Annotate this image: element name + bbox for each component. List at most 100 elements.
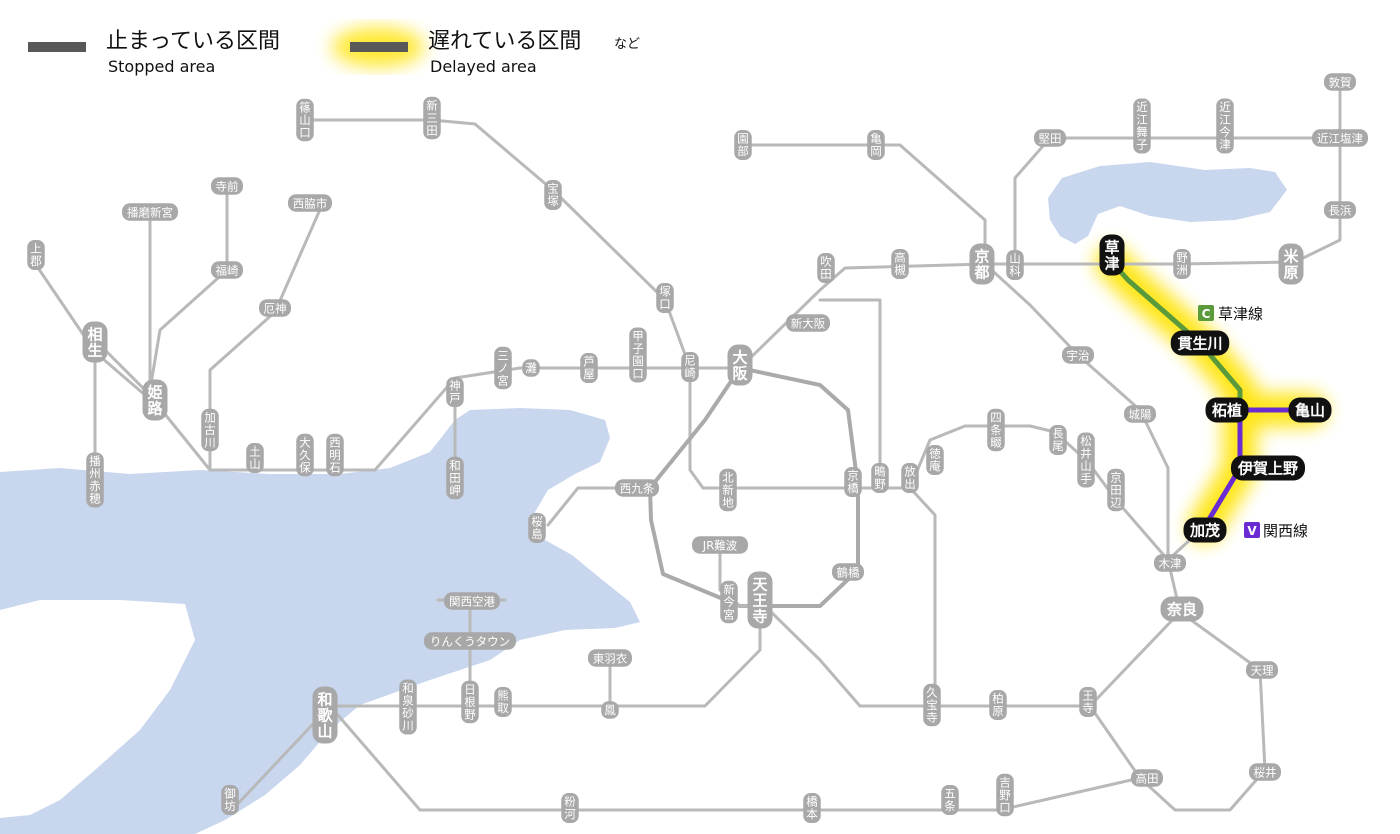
station-marker [288, 194, 332, 212]
station-marker [211, 261, 243, 279]
osaka-bay [0, 408, 640, 834]
station-himeji: 姫路 [142, 379, 168, 421]
station-name: 新大阪 [791, 316, 826, 330]
kansai-line-badge: V [1247, 524, 1257, 538]
station-omiimazu: 近江今津 [1216, 98, 1234, 154]
station-hashimoto: 橋本 [803, 793, 821, 823]
station-marker [1216, 98, 1234, 154]
station-name: 東羽衣 [593, 651, 628, 665]
station-takatsuki: 高槻 [891, 249, 909, 279]
station-marker [719, 468, 737, 512]
station-name: 柘植 [1212, 402, 1242, 420]
station-sonobe: 園部 [734, 130, 752, 160]
station-otori: 鳳 [601, 701, 619, 719]
station-name: 京田辺 [1110, 470, 1122, 509]
station-takarazuka: 宝塚 [544, 180, 562, 210]
station-tenri: 天理 [1246, 661, 1278, 679]
station-name: 放出 [904, 465, 916, 492]
station-name: 長浜 [1329, 203, 1352, 217]
station-marker [1231, 455, 1305, 481]
station-shijonawate: 四条畷 [987, 408, 1005, 452]
station-name: 橋本 [806, 795, 818, 822]
kusatsu-line-badge-box [1198, 305, 1214, 321]
station-aioi: 相生 [82, 321, 108, 363]
station-tsuruhashi: 鶴橋 [832, 563, 864, 581]
station-name: 北新地 [722, 470, 734, 509]
station-tennoji: 天王寺 [747, 571, 773, 629]
station-name: 高田 [1136, 771, 1159, 785]
station-nishiakashi: 西明石 [326, 433, 344, 477]
stopped-label-ja: 止まっている区間 [106, 29, 280, 54]
kansai-line-tag: V 関西線 [1244, 522, 1308, 540]
station-name: 鶴橋 [837, 565, 860, 579]
station-name: 堅田 [1039, 131, 1062, 145]
station-sakurai: 桜井 [1249, 763, 1281, 781]
station-name: 宇治 [1067, 348, 1090, 362]
station-marker [522, 359, 540, 377]
station-name: 日根野 [464, 682, 476, 721]
station-name: JR難波 [702, 538, 738, 552]
station-marker [786, 314, 830, 332]
station-name: 上郡 [30, 242, 42, 269]
station-omishiotsu: 近江塩津 [1312, 129, 1368, 147]
station-name: 播磨新宮 [127, 205, 173, 219]
station-marker [494, 346, 512, 390]
station-name: 和田岬 [449, 458, 461, 497]
station-wadamisaki: 和田岬 [446, 456, 464, 500]
station-marker [588, 649, 632, 667]
station-name: 吹田 [820, 255, 832, 282]
station-marker [561, 793, 579, 823]
station-marker [1133, 98, 1151, 154]
kusatsu-line-name: 草津線 [1218, 305, 1263, 323]
station-higashihagoromo: 東羽衣 [588, 649, 632, 667]
station-marker [446, 377, 464, 407]
stopped-swatch [28, 42, 86, 52]
station-name: 芦屋 [583, 355, 595, 382]
station-osaka: 大阪 [727, 344, 753, 386]
station-marker [901, 463, 919, 493]
station-marker [1049, 425, 1067, 455]
station-name: 天王寺 [752, 576, 768, 626]
water-bodies [0, 162, 1287, 834]
station-marker [1079, 687, 1097, 717]
station-suita: 吹田 [817, 253, 835, 283]
stations-layer: 篠山口新三田宝塚塚口尼崎甲子園口芦屋灘三ノ宮神戸和田岬西明石大久保土山加古川厄神… [27, 73, 1368, 823]
kansai-line-name: 関西線 [1263, 522, 1308, 540]
station-yoshinoguchi: 吉野口 [996, 773, 1014, 817]
station-marker [1205, 397, 1249, 423]
station-name: 和歌山 [317, 691, 333, 741]
station-tsuge: 柘植 [1205, 397, 1249, 423]
station-marker [312, 686, 338, 744]
station-name: 西脇市 [293, 196, 328, 210]
station-marker [27, 240, 45, 270]
station-marker [720, 580, 738, 624]
station-marker [1034, 129, 1066, 147]
station-name: 京橋 [847, 469, 859, 496]
station-name: 甲子園口 [632, 329, 644, 381]
delayed-label-en: Delayed area [430, 57, 537, 76]
station-name: 貫生川 [1177, 335, 1222, 353]
station-yasu: 野洲 [1173, 249, 1191, 279]
station-sannomiya: 三ノ宮 [494, 346, 512, 390]
station-marker [1170, 330, 1230, 356]
station-kokawa: 粉河 [561, 793, 579, 823]
station-marker [1288, 397, 1332, 423]
station-yakujin: 厄神 [259, 299, 291, 317]
station-name: 松井山手 [1080, 434, 1092, 486]
station-kobe: 神戸 [446, 377, 464, 407]
station-nada: 灘 [522, 359, 540, 377]
station-name: 篠山口 [299, 100, 311, 139]
station-marker [142, 379, 168, 421]
station-nagahama: 長浜 [1324, 201, 1356, 219]
station-omimaiko: 近江舞子 [1133, 98, 1151, 154]
station-name: 近江塩津 [1317, 131, 1363, 145]
station-gojo: 五条 [941, 785, 959, 815]
station-name: 福崎 [216, 263, 239, 277]
station-name: 徳庵 [929, 447, 941, 474]
station-joyo: 城陽 [1124, 405, 1156, 423]
station-marker [86, 452, 104, 508]
station-marker [1246, 661, 1278, 679]
station-marker [580, 353, 598, 383]
station-name: 大久保 [299, 435, 311, 474]
station-marker [996, 773, 1014, 817]
